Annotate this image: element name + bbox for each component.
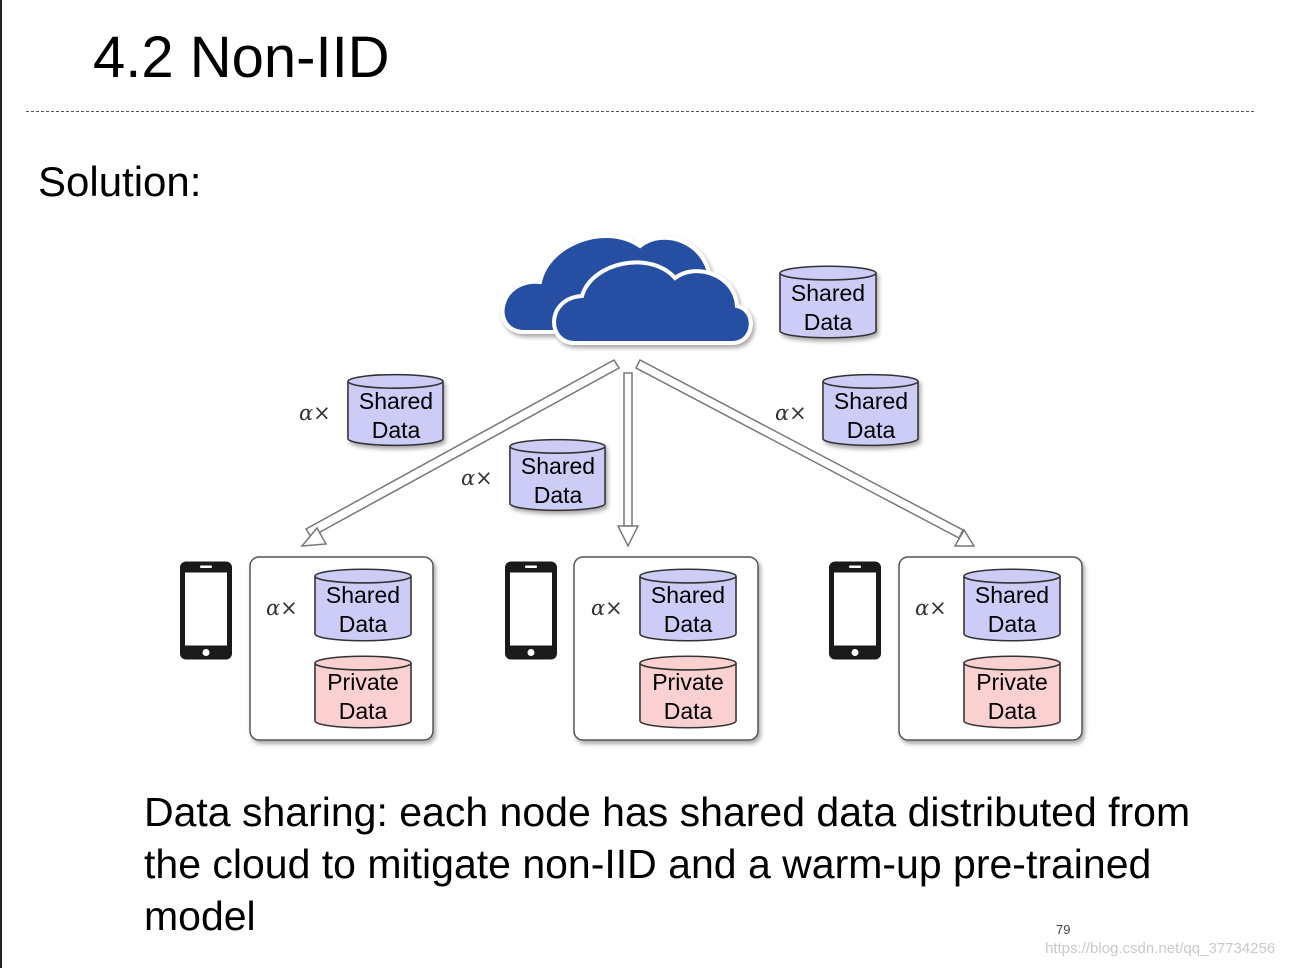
node-2-shared-label-line2: Data [664,611,713,637]
node-1-shared-label-line1: Shared [326,582,400,608]
transit-left-shared-label-line1: Shared [359,388,433,414]
left-edge-rule [0,0,2,968]
slide-caption: Data sharing: each node has shared data … [144,789,1191,939]
node-1-private-label-line2: Data [339,698,388,724]
title-divider [26,111,1254,112]
cloud-icon [500,234,753,345]
arrow-to-node-middle [616,372,640,548]
cloud-shared-label-line2: Data [804,309,853,335]
watermark: https://blog.csdn.net/qq_37734256 [1045,940,1276,957]
edge-node-2: α× Shared Data Private Data [505,556,759,741]
slide-title: 4.2 Non-IID [93,25,390,90]
node-3-shared-label-line2: Data [988,611,1037,637]
node-1-alpha-multiplier: α× [266,596,298,620]
transit-middle-shared-label-line1: Shared [521,453,595,479]
transit-right-shared-label-line1: Shared [834,388,908,414]
node-1-shared-label-line2: Data [339,611,388,637]
page-number: 79 [1056,922,1071,937]
alpha-multiplier-transit-left: α× [299,401,331,425]
node-3-alpha-multiplier: α× [915,596,947,620]
node-2-alpha-multiplier: α× [591,596,623,620]
smartphone-icon [505,561,557,660]
smartphone-icon [180,561,232,660]
arrow-to-node-left [300,359,621,547]
transit-left-shared-label-line2: Data [372,417,421,443]
edge-node-3: α× Shared Data Private Data [829,556,1083,741]
node-1-private-label-line1: Private [327,669,399,695]
cloud-shared-label-line1: Shared [791,280,865,306]
node-3-private-label-line2: Data [988,698,1037,724]
node-2-shared-label-line1: Shared [651,582,725,608]
node-3-private-label-line1: Private [976,669,1048,695]
node-2-private-label-line2: Data [664,698,713,724]
node-2-private-label-line1: Private [652,669,724,695]
smartphone-icon [829,561,881,660]
slide-subtitle: Solution: [38,158,202,205]
transit-middle-shared-label-line2: Data [534,482,583,508]
node-3-shared-label-line1: Shared [975,582,1049,608]
transit-right-shared-label-line2: Data [847,417,896,443]
edge-node-1: α× Shared Data Private Data [180,556,434,741]
alpha-multiplier-transit-middle: α× [461,466,493,490]
arrow-to-node-right [635,358,976,547]
alpha-multiplier-transit-right: α× [775,401,807,425]
